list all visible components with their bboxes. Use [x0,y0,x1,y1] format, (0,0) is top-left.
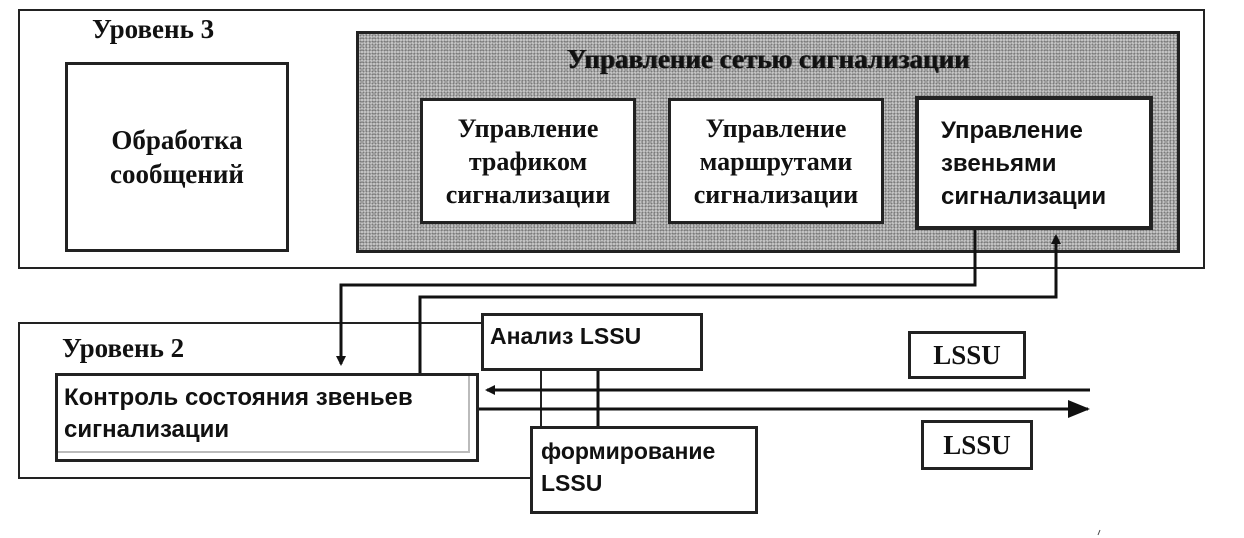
message-processing-box: Обработка сообщений [65,62,289,252]
traffic-management-box: Управление трафиком сигнализации [420,98,636,224]
lssu-outgoing-tag: LSSU [921,420,1033,470]
level2-label: Уровень 2 [62,333,185,363]
level3-label: Уровень 3 [92,14,215,44]
scan-mark [1097,529,1101,536]
message-processing-label: Обработка сообщений [110,125,244,189]
lssu-forming-box: формирование LSSU [530,426,758,514]
network-management-title: Управление сетью сигнализации [566,44,970,74]
traffic-management-label: Управление трафиком сигнализации [445,113,611,209]
link-management-label: Управление звеньями сигнализации [941,116,1107,210]
route-management-label: Управление маршрутами сигнализации [693,113,859,209]
link-management-box: Управление звеньями сигнализации [915,96,1153,230]
link-status-control-box: Контроль состояния звеньев сигнализации [55,373,479,462]
lssu-incoming-tag: LSSU [908,331,1026,379]
lssu-outgoing-label: LSSU [943,429,1011,460]
links-to-status-line [336,230,977,366]
link-status-control-label: Контроль состояния звеньев сигнализации [64,384,413,443]
status-to-links-line [418,234,1061,373]
route-management-box: Управление маршрутами сигнализации [668,98,884,224]
lssu-analysis-box: Анализ LSSU [481,313,703,371]
lssu-forming-label: формирование LSSU [541,438,716,496]
lssu-incoming-label: LSSU [933,339,1001,370]
lssu-analysis-label: Анализ LSSU [490,323,642,349]
